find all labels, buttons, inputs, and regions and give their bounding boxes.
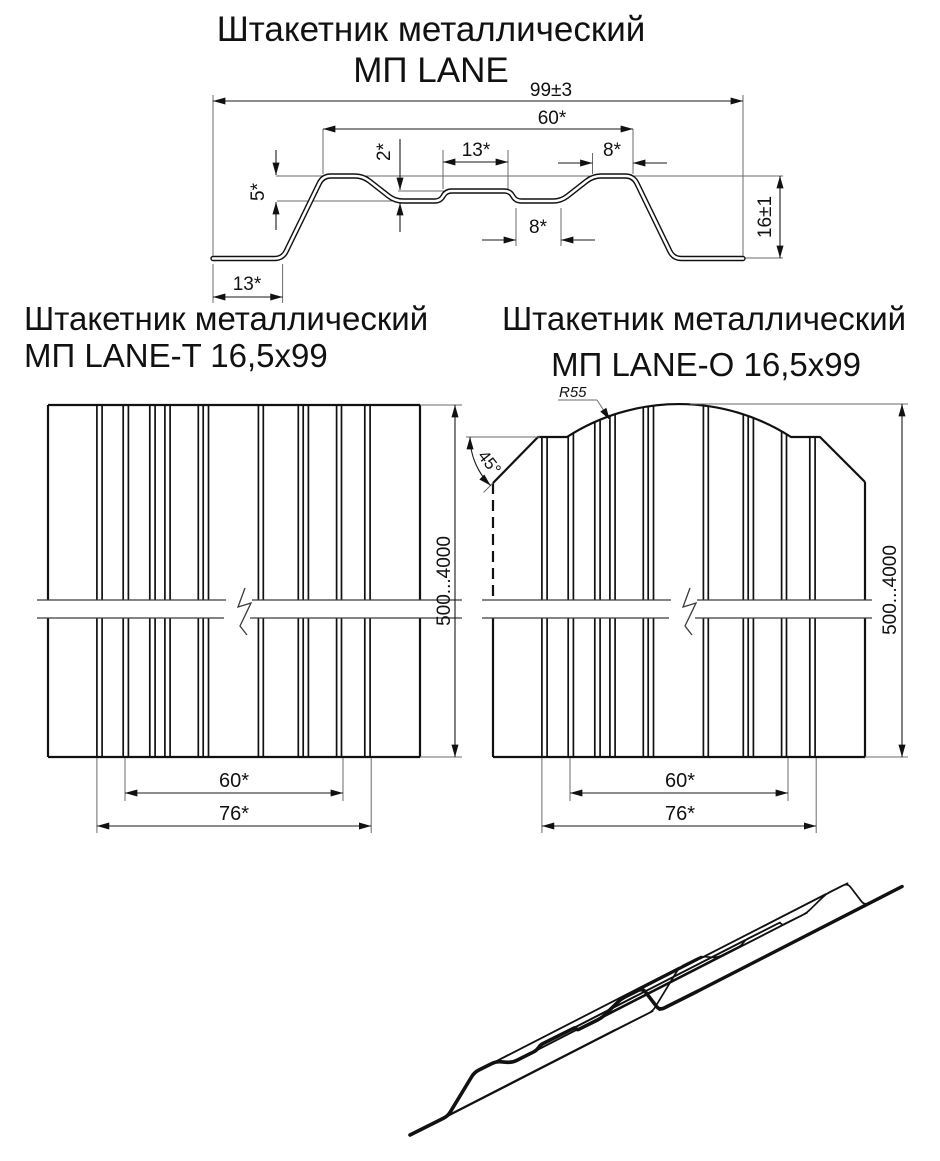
iso-extrusion-edge xyxy=(641,882,849,990)
lane-t-view: Штакетник металлический МП LANE-T 16,5x9… xyxy=(24,300,462,833)
lane-o-title-line1: Штакетник металлический xyxy=(502,300,906,337)
lane-t-length-label: 500...4000 xyxy=(434,536,455,626)
picket-ridge-lines xyxy=(96,405,371,757)
dim-top-span-label: 60* xyxy=(538,108,567,129)
iso-extrusion-edge xyxy=(601,911,808,1019)
lane-o-length-label: 500...4000 xyxy=(880,545,901,635)
sheet-outer-line xyxy=(210,173,746,262)
dim-bottom-flat-label: 13* xyxy=(233,274,262,295)
picket-crown-outline xyxy=(492,402,866,484)
leader-line xyxy=(596,399,611,421)
lane-t-title-line2: МП LANE-T 16,5x99 xyxy=(24,337,328,374)
lane-o-working-width-label: 60* xyxy=(665,770,695,792)
lane-t-title-line1: Штакетник металлический xyxy=(24,300,428,337)
lane-o-chamfer-angle-label: 45° xyxy=(474,447,505,479)
lane-o-overall-width-label: 76* xyxy=(665,803,695,825)
dim-rib-step-label: 2* xyxy=(374,142,395,161)
dim-shoulder-label: 8* xyxy=(603,140,622,161)
break-zigzag xyxy=(681,587,698,636)
dim-arc-chamfer-angle xyxy=(466,436,492,486)
dim-groove-width-label: 8* xyxy=(529,217,548,238)
break-zigzag xyxy=(236,587,253,636)
iso-extrusion-edge xyxy=(695,884,904,994)
main-title: Штакетник металлический МП LANE xyxy=(217,10,646,90)
page-title-line1: Штакетник металлический xyxy=(217,10,646,49)
dim-groove-depth-label: 5* xyxy=(248,182,269,201)
iso-extrusion-edge xyxy=(495,955,702,1063)
lane-o-crown-radius-label: R55 xyxy=(559,384,587,401)
lane-o-title-line2: МП LANE-O 16,5x99 xyxy=(551,346,861,383)
dim-profile-height-label: 16±1 xyxy=(755,196,776,238)
dim-rib-width-label: 13* xyxy=(462,140,491,161)
iso-front-profile xyxy=(408,987,699,1137)
picket-ridge-lines xyxy=(541,405,816,757)
profile-sheet-outline xyxy=(210,173,746,262)
page-title-line2: МП LANE xyxy=(353,51,508,90)
lane-o-view: Штакетник металлический МП LANE-O 16,5x9… xyxy=(466,300,908,833)
iso-3d-view xyxy=(408,882,904,1137)
iso-extrusion-edge xyxy=(446,1010,654,1117)
lane-t-working-width-label: 60* xyxy=(219,770,249,792)
lane-t-overall-width-label: 76* xyxy=(219,803,249,825)
dim-overall-width-label: 99±3 xyxy=(530,80,572,101)
extension-line xyxy=(483,482,494,493)
cross-section-view: 99±3 60* 13* 8* 2* 5* 8* 16±1 13* xyxy=(210,80,784,303)
sheet-core-line xyxy=(211,174,745,260)
